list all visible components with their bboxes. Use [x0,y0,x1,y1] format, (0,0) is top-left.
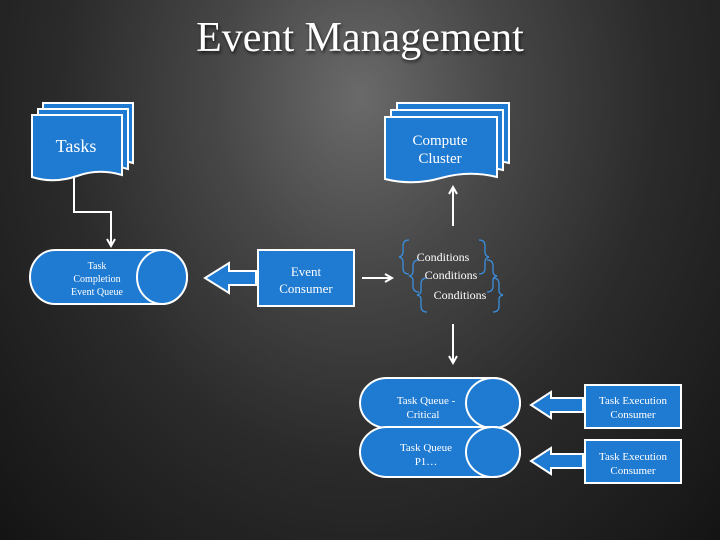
compute-cluster-document-stack: Compute Cluster [384,102,510,184]
condition-brace-right-2 [486,259,498,293]
completion-queue-label-line-3: Event Queue [71,287,123,298]
conditions-group: Conditions Conditions Conditions [398,239,504,313]
compute-cluster-label-line-1: Compute [413,133,468,149]
exec-consumer-1-label-line-1: Task Execution [599,395,667,407]
arrow-tasks-to-completion-queue [73,176,111,246]
block-arrow-consumer-to-completion-queue [203,261,257,295]
event-consumer-label-line-2: Consumer [279,281,333,296]
task-execution-consumer-box-1: Task Execution Consumer [584,384,682,429]
queue-critical-label-line-2: Critical [407,409,440,421]
task-queue-p1-cylinder: Task Queue P1… [359,426,521,478]
condition-brace-left-3 [416,277,428,313]
completion-event-queue-cylinder: Task Completion Event Queue [29,249,188,305]
tasks-label: Tasks [56,136,97,156]
tasks-document-stack: Tasks [31,102,134,182]
task-queue-critical-cylinder: Task Queue - Critical [359,377,521,429]
queue-p1-label-line-1: Task Queue [400,442,452,454]
queue-p1-label-line-2: P1… [415,456,438,468]
compute-cluster-label-line-2: Cluster [418,151,461,167]
condition-brace-right-3 [492,277,504,313]
block-arrow-exec-consumer-1-to-queue [529,390,584,420]
task-execution-consumer-box-2: Task Execution Consumer [584,439,682,484]
exec-consumer-2-label-line-1: Task Execution [599,451,667,463]
queue-critical-label-line-1: Task Queue - [397,395,456,407]
condition-brace-right-1 [478,239,490,275]
block-arrow-exec-consumer-2-to-queue [529,446,584,476]
condition-brace-left-1 [398,239,410,275]
exec-consumer-2-label-line-2: Consumer [610,465,656,477]
condition-text-2: Conditions [425,268,478,282]
event-consumer-label-line-1: Event [291,264,322,279]
slide-title: Event Management [196,15,524,61]
completion-queue-label-line-2: Completion [73,274,120,285]
condition-text-3: Conditions [434,288,487,302]
completion-queue-label-line-1: Task [88,261,107,272]
condition-brace-left-2 [408,259,420,293]
exec-consumer-1-label-line-2: Consumer [610,409,656,421]
event-consumer-box: Event Consumer [257,249,355,307]
condition-text-1: Conditions [417,250,470,264]
